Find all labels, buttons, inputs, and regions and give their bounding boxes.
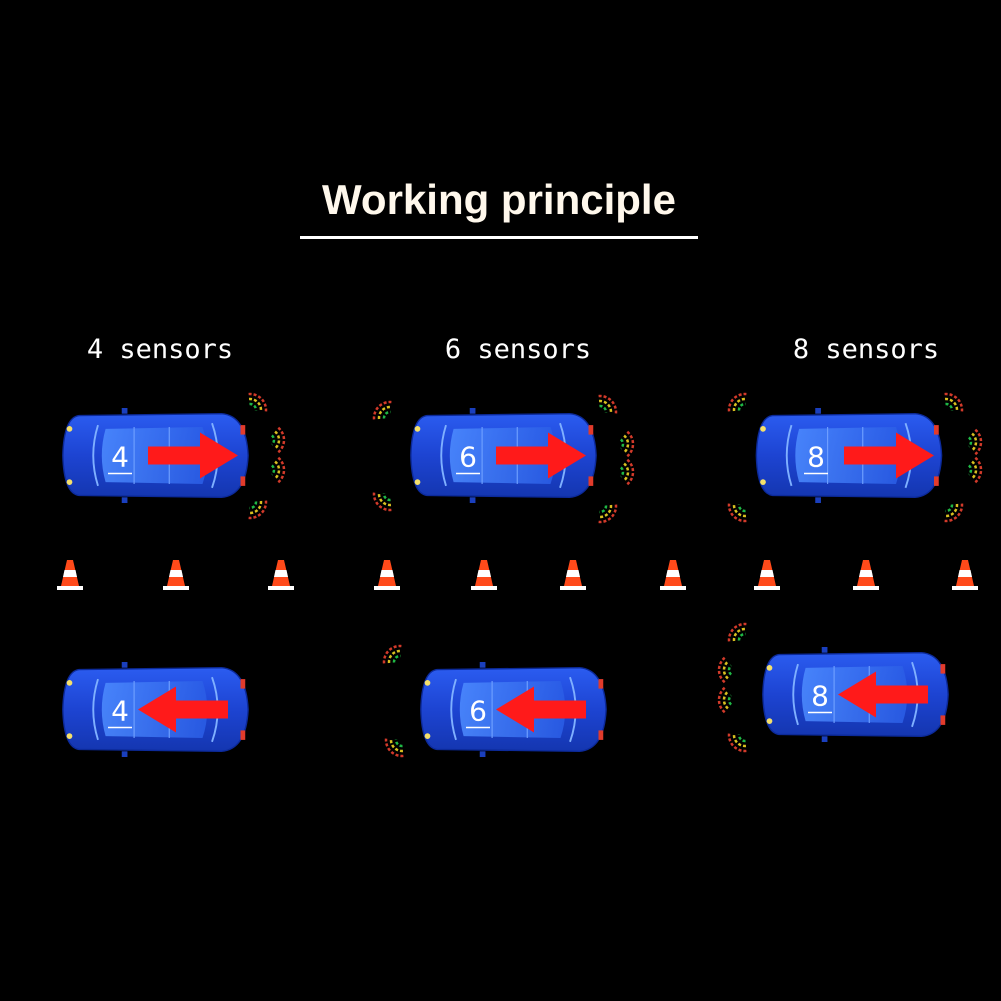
- traffic-cone-icon: [660, 560, 686, 590]
- sensor-wave-icon: [598, 394, 618, 414]
- sensor-wave-icon: [727, 622, 747, 642]
- sensor-wave-icon: [248, 500, 268, 520]
- traffic-cone-icon: [853, 560, 879, 590]
- sensor-wave-icon: [248, 392, 268, 412]
- sensor-count-number: 6: [459, 441, 477, 474]
- direction-arrow-icon: [148, 432, 238, 479]
- traffic-cone-icon: [268, 560, 294, 590]
- sensor-wave-icon: [270, 456, 286, 484]
- sensor-wave-icon: [598, 504, 618, 524]
- sensor-wave-icon: [967, 456, 983, 484]
- sensor-wave-icon: [384, 738, 404, 758]
- sensor-count-number: 4: [111, 441, 129, 474]
- direction-arrow-icon: [496, 686, 586, 733]
- direction-arrow-icon: [844, 432, 934, 479]
- sensor-wave-icon: [967, 428, 983, 456]
- sensor-wave-icon: [372, 400, 392, 420]
- traffic-cone-icon: [560, 560, 586, 590]
- direction-arrow-icon: [496, 432, 586, 479]
- sensor-count-number: 8: [807, 441, 825, 474]
- traffic-cone-icon: [952, 560, 978, 590]
- sensor-wave-icon: [270, 426, 286, 454]
- label-4-sensors: 4 sensors: [86, 334, 234, 365]
- sensor-wave-icon: [619, 458, 635, 486]
- title-underline: [300, 236, 698, 239]
- sensor-wave-icon: [727, 733, 747, 753]
- traffic-cone-icon: [471, 560, 497, 590]
- direction-arrow-icon: [838, 671, 928, 718]
- traffic-cone-icon: [57, 560, 83, 590]
- sensor-wave-icon: [944, 392, 964, 412]
- sensor-wave-icon: [944, 503, 964, 523]
- page-title: Working principle: [322, 176, 676, 223]
- traffic-cone-icon: [163, 560, 189, 590]
- label-6-sensors: 6 sensors: [444, 334, 592, 365]
- label-8-sensors: 8 sensors: [792, 334, 940, 365]
- sensor-count-number: 8: [811, 680, 829, 713]
- sensor-wave-icon: [382, 644, 402, 664]
- sensor-wave-icon: [727, 392, 747, 412]
- direction-arrow-icon: [138, 686, 228, 733]
- traffic-cone-icon: [374, 560, 400, 590]
- sensor-wave-icon: [717, 656, 733, 684]
- sensor-wave-icon: [372, 492, 392, 512]
- sensor-count-number: 4: [111, 695, 129, 728]
- sensor-wave-icon: [727, 503, 747, 523]
- sensor-wave-icon: [619, 430, 635, 458]
- traffic-cone-icon: [754, 560, 780, 590]
- sensor-wave-icon: [717, 686, 733, 714]
- sensor-count-number: 6: [469, 695, 487, 728]
